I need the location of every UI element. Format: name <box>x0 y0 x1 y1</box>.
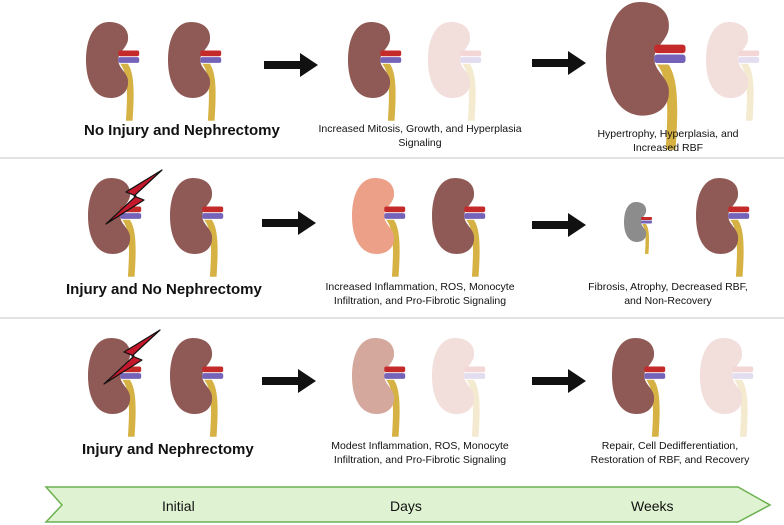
row-separator <box>0 157 784 159</box>
timeline-weeks-label: Weeks <box>631 498 674 514</box>
row-title-injury-nephrectomy: Injury and Nephrectomy <box>82 441 254 458</box>
arrows-layer <box>262 51 586 393</box>
timeline-layer <box>44 486 772 523</box>
row-separator <box>0 317 784 319</box>
row1-initial-left-kidney <box>86 22 140 121</box>
row-title-injury-no-nephrectomy: Injury and No Nephrectomy <box>66 281 262 298</box>
row1-weeks-right-kidney-removed <box>706 22 760 121</box>
row3-weeks-right-kidney-removed <box>700 338 754 437</box>
row2-initial-right-kidney <box>170 178 224 277</box>
row1-arrow-days-to-weeks <box>532 51 586 75</box>
row1-weeks-left-kidney-enlarged <box>606 2 686 150</box>
row3-days-left-kidney-moderate <box>352 338 406 437</box>
row3-initial-right-kidney <box>170 338 224 437</box>
row1-initial-right-kidney <box>168 22 222 121</box>
row2-injury-lightning-icon <box>105 169 163 225</box>
row3-days-right-kidney-removed <box>432 338 486 437</box>
timeline-days-label: Days <box>390 498 422 514</box>
row1-days-caption: Increased Mitosis, Growth, and Hyperplas… <box>318 123 522 149</box>
timeline-initial-label: Initial <box>162 498 195 514</box>
row1-arrow-initial-to-days <box>264 53 318 77</box>
timeline-arrow <box>44 486 772 523</box>
row2-arrow-days-to-weeks <box>532 213 586 237</box>
row2-weeks-caption: Fibrosis, Atrophy, Decreased RBF, and No… <box>588 281 748 307</box>
row3-days-caption: Modest Inflammation, ROS, Monocyte Infil… <box>331 440 509 466</box>
row1-weeks-caption: Hypertrophy, Hyperplasia, and Increased … <box>597 128 739 154</box>
row2-initial-left-kidney <box>88 178 142 277</box>
kidneys-layer <box>86 2 760 437</box>
row2-days-right-kidney <box>432 178 486 277</box>
row2-arrow-initial-to-days <box>262 211 316 235</box>
row2-days-left-kidney-inflamed <box>352 178 406 277</box>
row2-weeks-right-kidney <box>696 178 750 277</box>
row3-weeks-caption: Repair, Cell Dedifferentiation, Restorat… <box>590 440 750 466</box>
row2-weeks-left-kidney-atrophic <box>624 202 652 254</box>
row2-days-caption: Increased Inflammation, ROS, Monocyte In… <box>325 281 515 307</box>
row3-arrow-days-to-weeks <box>532 369 586 393</box>
row3-injury-lightning-icon <box>103 329 161 385</box>
row1-days-left-kidney <box>348 22 402 121</box>
row-title-no-injury-nephrectomy: No Injury and Nephrectomy <box>84 122 280 139</box>
row3-arrow-initial-to-days <box>262 369 316 393</box>
row3-weeks-left-kidney-recovered <box>612 338 666 437</box>
row1-days-right-kidney-removed <box>428 22 482 121</box>
